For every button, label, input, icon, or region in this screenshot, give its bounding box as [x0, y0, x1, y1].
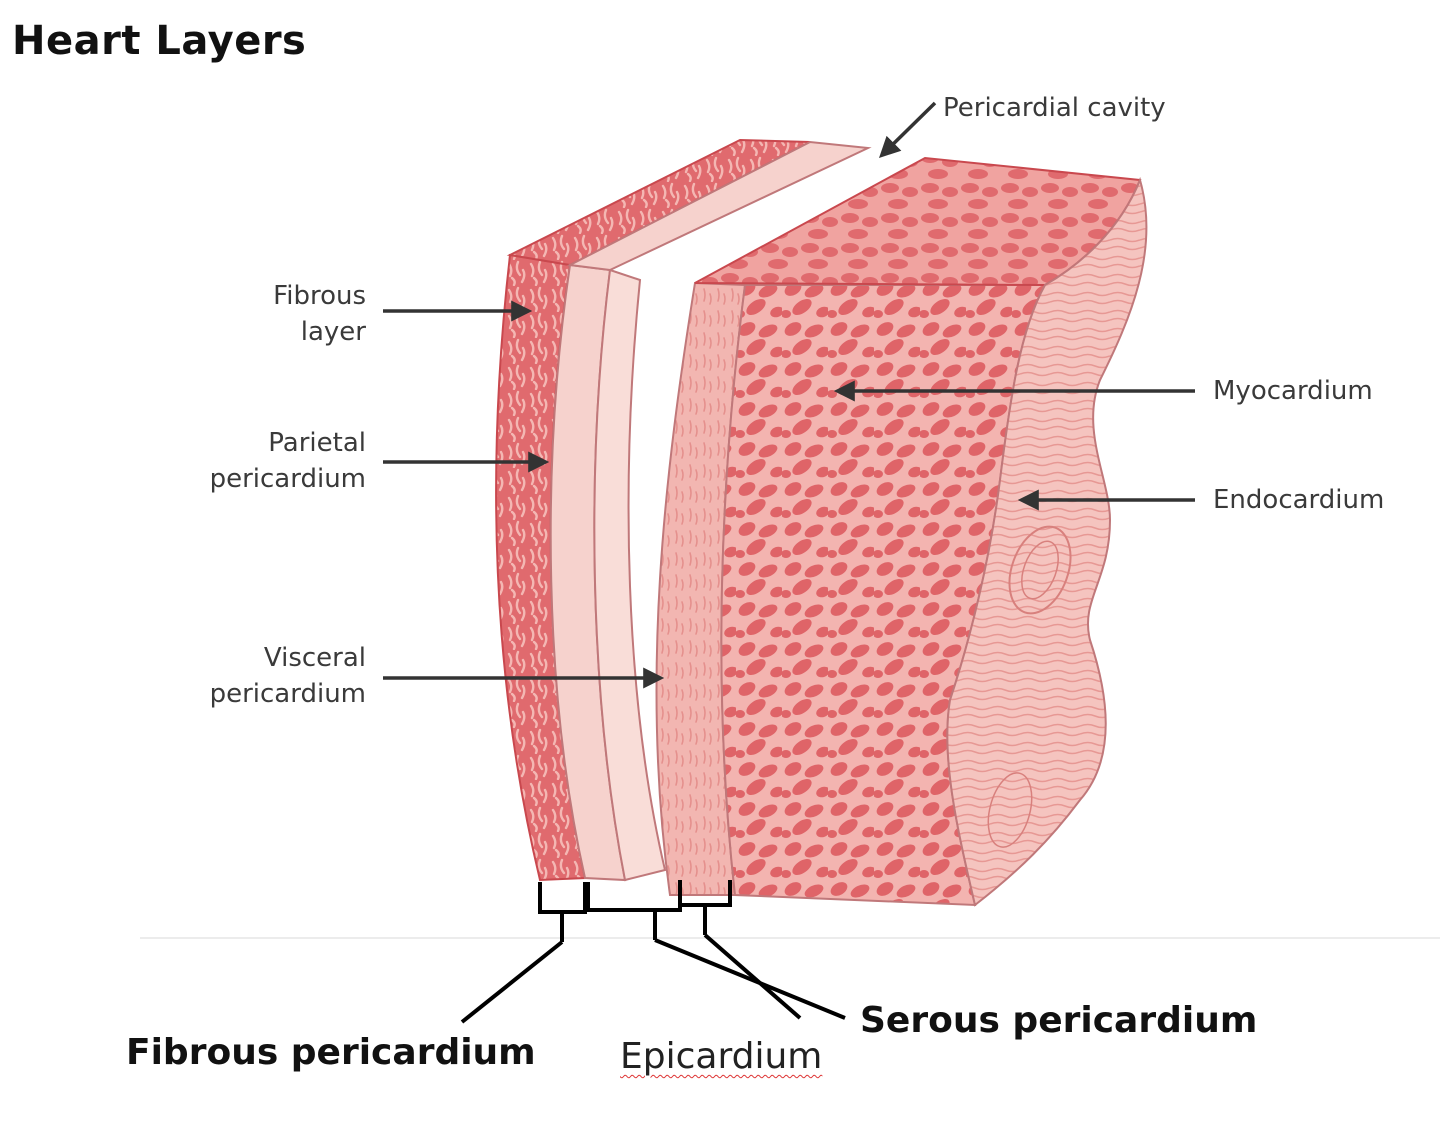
group-label-epicardium: Epicardium: [620, 1036, 823, 1077]
label-pericardial-cavity: Pericardial cavity: [943, 93, 1166, 123]
label-endocardium: Endocardium: [1213, 485, 1385, 515]
label-fibrous-layer: Fibrous layer: [200, 278, 366, 350]
page-title: Heart Layers: [12, 18, 307, 64]
parietal-pericardium-top: [566, 140, 872, 272]
label-visceral-line2: pericardium: [209, 679, 366, 709]
endocardium-fold: [1008, 525, 1072, 615]
label-myocardium: Myocardium: [1213, 376, 1373, 406]
leader-fibrous-pericardium: [460, 940, 564, 1024]
label-visceral-line1: Visceral: [263, 643, 366, 673]
leader-epicardium: [703, 933, 802, 1020]
bracket-epicardium: [678, 880, 732, 935]
leader-serous-pericardium: [654, 938, 846, 1020]
label-parietal-line1: Parietal: [268, 428, 366, 458]
endocardium-side: [946, 176, 1148, 907]
label-parietal-pericardium: Parietal pericardium: [166, 425, 366, 497]
bracket-serous: [586, 882, 682, 940]
label-fibrous-layer-line1: Fibrous: [273, 281, 366, 311]
parietal-pericardium-front: [593, 268, 667, 882]
group-label-serous-pericardium: Serous pericardium: [860, 1000, 1258, 1041]
label-visceral-pericardium: Visceral pericardium: [166, 640, 366, 712]
arrow-pericardial-cavity: [879, 101, 937, 158]
group-label-fibrous-pericardium: Fibrous pericardium: [126, 1032, 536, 1073]
endocardium-fold-inner: [1021, 540, 1059, 600]
label-fibrous-layer-line2: layer: [300, 317, 366, 347]
label-parietal-line2: pericardium: [209, 464, 366, 494]
bracket-fibrous: [538, 882, 587, 942]
endocardium-fold-lower: [987, 772, 1033, 848]
